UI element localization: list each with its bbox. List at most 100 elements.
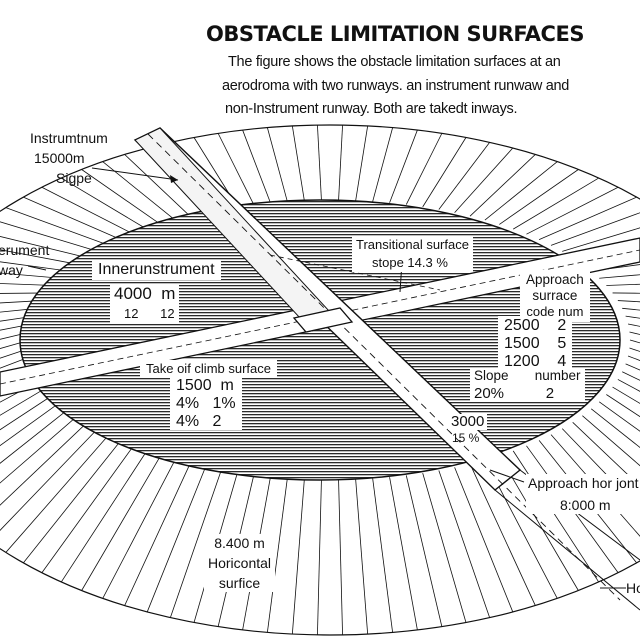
conical-radial-line	[405, 475, 443, 627]
conical-radial-line	[217, 133, 255, 205]
approach-hor-title: Approach hor jont	[528, 475, 639, 491]
left-label-line-1: erument	[0, 242, 50, 258]
conical-radial-line	[0, 421, 88, 506]
conical-radial-line	[372, 478, 394, 633]
conical-radial-line	[5, 434, 110, 553]
conical-radial-line	[266, 127, 288, 202]
conical-radial-line	[422, 137, 467, 208]
conical-radial-line	[81, 169, 161, 225]
inner-title: Innerunstrument	[98, 261, 215, 278]
approach-horizontal-label: Approach hor jont 8:000 m	[526, 474, 640, 514]
conical-radial-line	[0, 331, 31, 340]
approach-table: 2500 2 1500 5 1200 4	[498, 316, 573, 372]
conical-radial-line	[102, 459, 176, 599]
conical-radial-line	[81, 455, 162, 591]
conical-radial-line	[512, 450, 600, 583]
takeoff-row-1: 1500 m	[176, 377, 234, 394]
conical-radial-line	[438, 470, 491, 618]
conical-radial-line	[5, 207, 110, 246]
conical-radial-line	[526, 186, 619, 235]
conical-radial-line	[0, 355, 33, 369]
leader-arrow	[170, 175, 178, 183]
conical-radial-line	[146, 467, 206, 613]
conical-radial-line	[41, 445, 134, 573]
transitional-title: Transitional surface	[356, 237, 469, 252]
mid-value: 3000	[451, 413, 485, 430]
conical-radial-line	[0, 272, 61, 279]
inner-value: 4000 m	[114, 284, 176, 303]
conical-radial-line	[0, 292, 48, 294]
horizontal-value: 8.400 m	[214, 535, 265, 551]
conical-radial-line	[454, 147, 514, 213]
instrument-label-slope: Sigpe	[56, 170, 92, 186]
conical-radial-line	[23, 440, 122, 564]
page-title: OBSTACLE LIMITATION SURFACES	[206, 22, 584, 46]
conical-radial-line	[389, 477, 418, 630]
leader-approach-hor	[489, 469, 525, 483]
runway-intersection-block	[292, 307, 354, 333]
approach-row-2: 1500 5	[504, 335, 567, 352]
conical-radial-line	[0, 394, 54, 431]
leader-instrument	[91, 167, 179, 181]
conical-radial-line	[291, 479, 305, 635]
approach-slope-box: Slope number 20% 2	[470, 368, 585, 402]
conical-radial-line	[606, 394, 640, 418]
description-line-2: aerodroma with two runways. an instrumen…	[222, 78, 570, 94]
conical-radial-line	[590, 408, 640, 448]
transitional-label: Transitional surface stope 14.3 %	[352, 236, 473, 272]
conical-radial-line	[538, 196, 637, 240]
approach-row-3: 1200 4	[504, 353, 567, 370]
leader-left	[27, 265, 47, 271]
conical-radial-line	[317, 479, 322, 635]
corner-label: Ho	[626, 580, 640, 596]
conical-radial-line	[606, 283, 640, 286]
mid-slope-label: 15 %	[452, 431, 480, 445]
conical-radial-line	[484, 161, 558, 221]
conical-radial-line	[291, 125, 305, 201]
conical-radial-line	[438, 142, 490, 210]
approach-header: code num	[526, 304, 584, 319]
conical-radial-line	[0, 408, 70, 464]
conical-radial-line	[0, 339, 31, 349]
instrument-label-length: 15000m	[34, 150, 85, 166]
conical-radial-line	[512, 177, 599, 230]
conical-radial-line	[124, 154, 191, 217]
conical-radial-line	[422, 473, 467, 623]
conical-radial-line	[0, 307, 38, 313]
approach-surface-title: Approach surrace code num	[520, 270, 590, 322]
conical-radial-line	[0, 300, 43, 304]
conical-radial-line	[0, 323, 33, 331]
horizontal-surface-label: 8.400 m Horicontal surfice	[204, 534, 276, 592]
inner-codes: 12 12	[124, 306, 175, 321]
conical-radial-line	[0, 283, 54, 286]
takeoff-values: 1500 m 4% 1% 4% 2	[170, 378, 242, 430]
left-label-line-2: way	[0, 262, 23, 278]
approach-title-2: surrace	[532, 288, 578, 303]
conical-radial-line	[469, 154, 536, 217]
conical-radial-line	[0, 428, 99, 531]
conical-radial-line	[612, 292, 640, 294]
conical-radial-line	[169, 470, 222, 618]
conical-radial-line	[469, 463, 536, 606]
conical-radial-line	[0, 415, 78, 484]
conical-radial-line	[41, 186, 134, 235]
conical-radial-line	[266, 478, 288, 633]
inner-value-box: 4000 m 12 12	[110, 284, 180, 324]
inner-surface-label: Innerunstrument	[92, 260, 221, 280]
conical-radial-line	[61, 177, 148, 230]
conical-radial-line	[242, 129, 271, 203]
approach-extension	[494, 489, 640, 611]
conical-radial-line	[0, 347, 31, 359]
conical-radial-line	[582, 415, 640, 467]
instrument-label-name: Instrumtnum	[30, 130, 108, 146]
description-line-3: non-Instrument runway. Both are takedt i…	[225, 101, 518, 117]
approach-slope-header: Slope number	[474, 368, 581, 383]
horizontal-title-1: Horicontal	[208, 555, 272, 571]
description-line-1: The figure shows the obstacle limitation…	[228, 54, 561, 70]
instrument-runway-label: Instrumtnum 15000m Sigpe	[30, 130, 108, 186]
conical-radial-line	[598, 401, 640, 432]
conical-radial-line	[338, 125, 343, 201]
approach-title-1: Approach	[526, 272, 584, 287]
conical-radial-line	[372, 127, 394, 202]
takeoff-title: Take oif climb surface	[146, 361, 271, 376]
